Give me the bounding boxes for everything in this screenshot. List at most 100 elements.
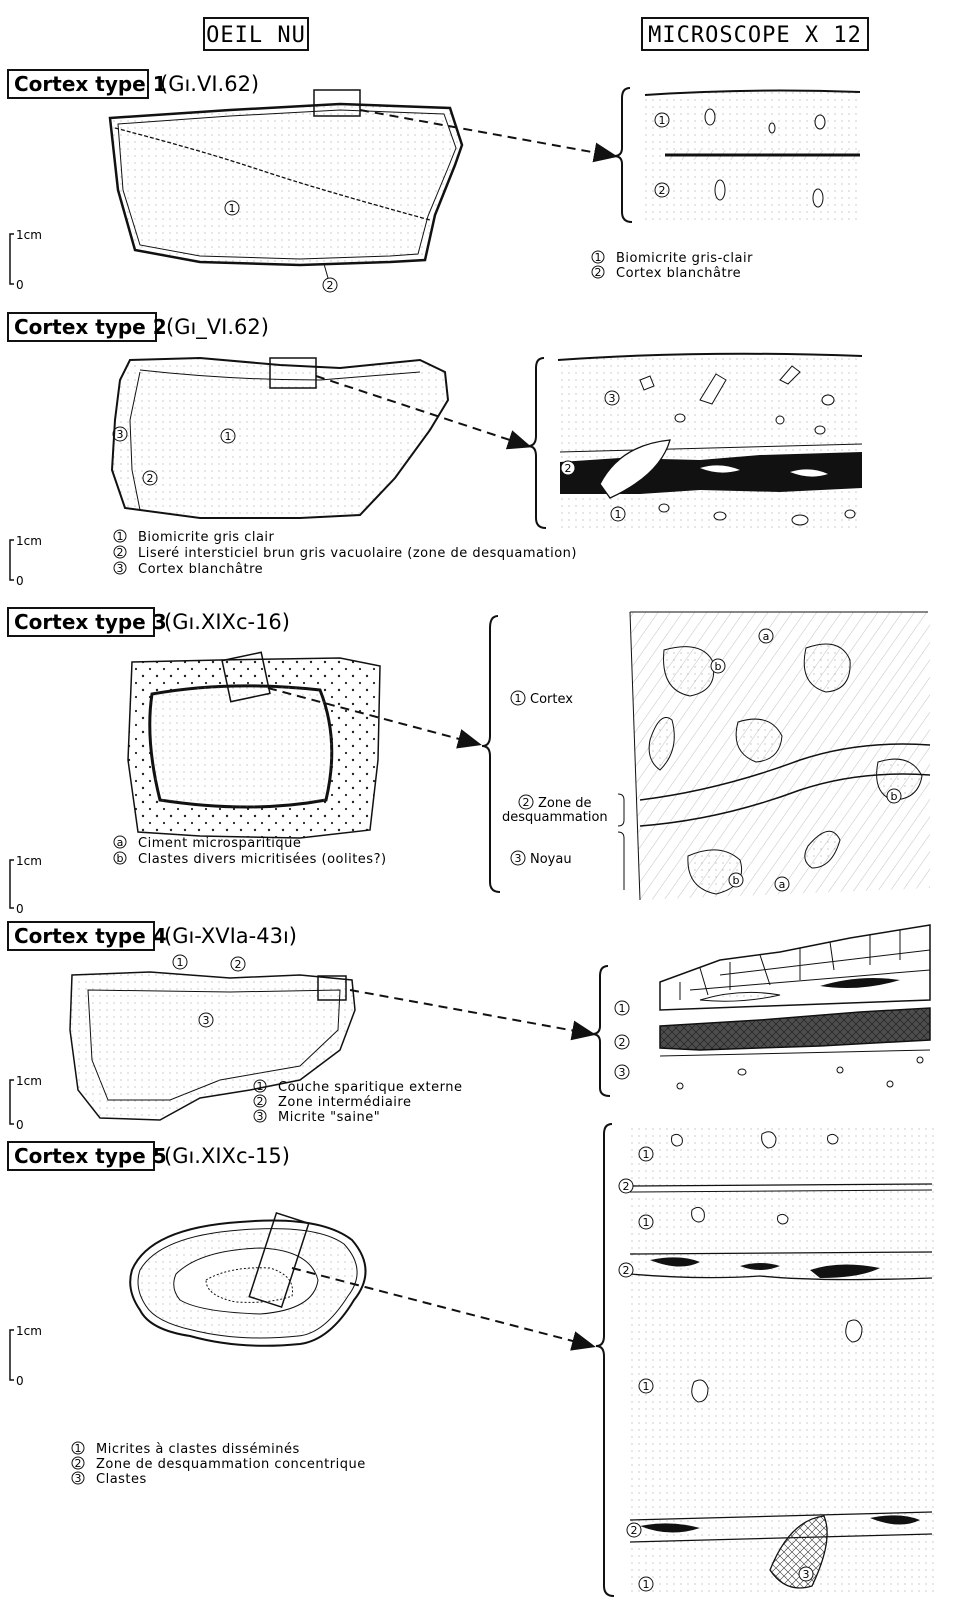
svg-text:1: 1 [643, 1380, 650, 1393]
svg-text:3: 3 [257, 1110, 264, 1123]
legend: 1 Biomicrite gris-clair 2 Cortex blanchâ… [592, 251, 753, 281]
svg-text:Zone intermédiaire: Zone intermédiaire [278, 1095, 411, 1110]
svg-text:1: 1 [643, 1578, 650, 1591]
section-title: Cortex type 4 [14, 924, 167, 948]
zone-labels: 1 Cortex 2 Zone de desquammation 3 Noyau [502, 691, 624, 890]
specimen-outline [110, 104, 462, 265]
svg-text:2: 2 [619, 1036, 626, 1049]
svg-text:Zone de desquammation concentr: Zone de desquammation concentrique [96, 1457, 366, 1472]
svg-text:Clastes divers micritisées (oo: Clastes divers micritisées (oolites?) [138, 852, 387, 867]
svg-text:2: 2 [147, 472, 154, 485]
svg-text:Couche sparitique externe: Couche sparitique externe [278, 1080, 462, 1095]
svg-text:MICROSCOPE X 12: MICROSCOPE X 12 [648, 23, 862, 48]
section-cortex-type-2: Cortex type 2 (Gı_VI.62) 1 3 2 1cm 0 [8, 313, 862, 588]
section-title: Cortex type 2 [14, 315, 167, 339]
svg-text:a: a [117, 836, 124, 849]
specimen-outline [112, 358, 448, 518]
svg-text:2: 2 [623, 1180, 630, 1193]
section-cortex-type-5: Cortex type 5 (Gı.XIXc-15) 1cm 0 [8, 1124, 934, 1596]
svg-text:desquammation: desquammation [502, 810, 608, 825]
svg-text:2: 2 [631, 1524, 638, 1537]
sample-code: (Gı_VI.62) [166, 315, 269, 340]
legend: 1 Couche sparitique externe 2 Zone inter… [254, 1080, 462, 1125]
svg-text:Cortex blanchâtre: Cortex blanchâtre [138, 562, 263, 577]
svg-text:3: 3 [803, 1568, 810, 1581]
svg-text:3: 3 [609, 392, 616, 405]
svg-text:3: 3 [75, 1472, 82, 1485]
svg-text:3: 3 [117, 428, 124, 441]
svg-text:2: 2 [523, 796, 530, 809]
bracket [482, 616, 500, 892]
svg-text:Cortex blanchâtre: Cortex blanchâtre [616, 266, 741, 281]
svg-text:1: 1 [659, 114, 666, 127]
svg-text:0: 0 [16, 1374, 24, 1388]
svg-text:2: 2 [595, 266, 602, 279]
svg-text:3: 3 [203, 1014, 210, 1027]
svg-text:a: a [763, 630, 770, 643]
svg-text:2: 2 [75, 1457, 82, 1470]
svg-text:Micrites à clastes disséminés: Micrites à clastes disséminés [96, 1442, 300, 1457]
svg-text:0: 0 [16, 574, 24, 588]
svg-text:b: b [733, 874, 740, 887]
svg-text:Biomicrite gris clair: Biomicrite gris clair [138, 530, 275, 545]
svg-text:1: 1 [229, 202, 236, 215]
svg-text:1cm: 1cm [16, 534, 42, 548]
svg-text:Noyau: Noyau [530, 852, 572, 867]
section-cortex-type-3: Cortex type 3 (Gı.XIXc-16) 1cm 0 1 Corte… [8, 608, 930, 916]
svg-text:1: 1 [177, 956, 184, 969]
section-title: Cortex type 3 [14, 610, 167, 634]
svg-text:3: 3 [117, 562, 124, 575]
svg-text:1: 1 [515, 692, 522, 705]
svg-text:1: 1 [643, 1148, 650, 1161]
svg-text:1cm: 1cm [16, 1074, 42, 1088]
svg-text:1: 1 [595, 251, 602, 264]
bracket [596, 1124, 614, 1596]
svg-text:Micrite "saine": Micrite "saine" [278, 1110, 380, 1125]
zoom-arrow [350, 990, 592, 1034]
svg-text:1: 1 [619, 1002, 626, 1015]
svg-text:Cortex: Cortex [530, 692, 573, 707]
svg-text:Zone de: Zone de [538, 796, 591, 811]
sample-code: (Gı-XVIa-43ı) [164, 924, 297, 948]
svg-text:0: 0 [16, 278, 24, 292]
micro-view: 3 2 1 [558, 354, 862, 528]
section-cortex-type-1: Cortex type 1 (Gı.VI.62) 1 2 1cm 0 [8, 70, 860, 292]
scale-bar: 1cm 0 [10, 228, 42, 292]
svg-text:Ciment microsparitique: Ciment microsparitique [138, 836, 301, 851]
section-title: Cortex type 5 [14, 1144, 167, 1168]
svg-text:2: 2 [235, 958, 242, 971]
micro-view: 1 2 3 [615, 925, 930, 1089]
scale-bar: 1cm 0 [10, 1324, 42, 1388]
svg-text:1: 1 [75, 1442, 82, 1455]
column-header-right: MICROSCOPE X 12 [642, 18, 868, 50]
scale-bar: 1cm 0 [10, 534, 42, 588]
legend: 1 Micrites à clastes disséminés 2 Zone d… [72, 1442, 366, 1487]
svg-text:b: b [117, 852, 124, 865]
micro-view: a b b a b [630, 612, 930, 900]
svg-text:1cm: 1cm [16, 1324, 42, 1338]
svg-text:2: 2 [565, 462, 572, 475]
svg-text:OEIL NU: OEIL NU [206, 23, 306, 48]
svg-text:a: a [779, 878, 786, 891]
micro-view: 1 2 [645, 91, 860, 222]
svg-text:3: 3 [515, 852, 522, 865]
svg-text:Clastes: Clastes [96, 1472, 147, 1487]
svg-text:2: 2 [659, 184, 666, 197]
svg-text:2: 2 [257, 1095, 264, 1108]
svg-text:3: 3 [619, 1066, 626, 1079]
svg-text:Liseré intersticiel brun gris: Liseré intersticiel brun gris vacuolaire… [138, 546, 577, 561]
legend: a Ciment microsparitique b Clastes diver… [114, 836, 387, 867]
svg-text:1cm: 1cm [16, 854, 42, 868]
bracket [528, 358, 546, 528]
section-cortex-type-4: Cortex type 4 (Gı-XVIa-43ı) 1 2 3 1cm 0 [8, 922, 930, 1132]
svg-text:2: 2 [623, 1264, 630, 1277]
scale-bar: 1cm 0 [10, 854, 42, 916]
bracket [592, 966, 610, 1096]
svg-text:b: b [715, 660, 722, 673]
svg-text:1: 1 [117, 530, 124, 543]
scale-bar: 1cm 0 [10, 1074, 42, 1132]
svg-text:0: 0 [16, 902, 24, 916]
svg-text:1: 1 [615, 508, 622, 521]
section-title: Cortex type 1 [14, 72, 167, 96]
